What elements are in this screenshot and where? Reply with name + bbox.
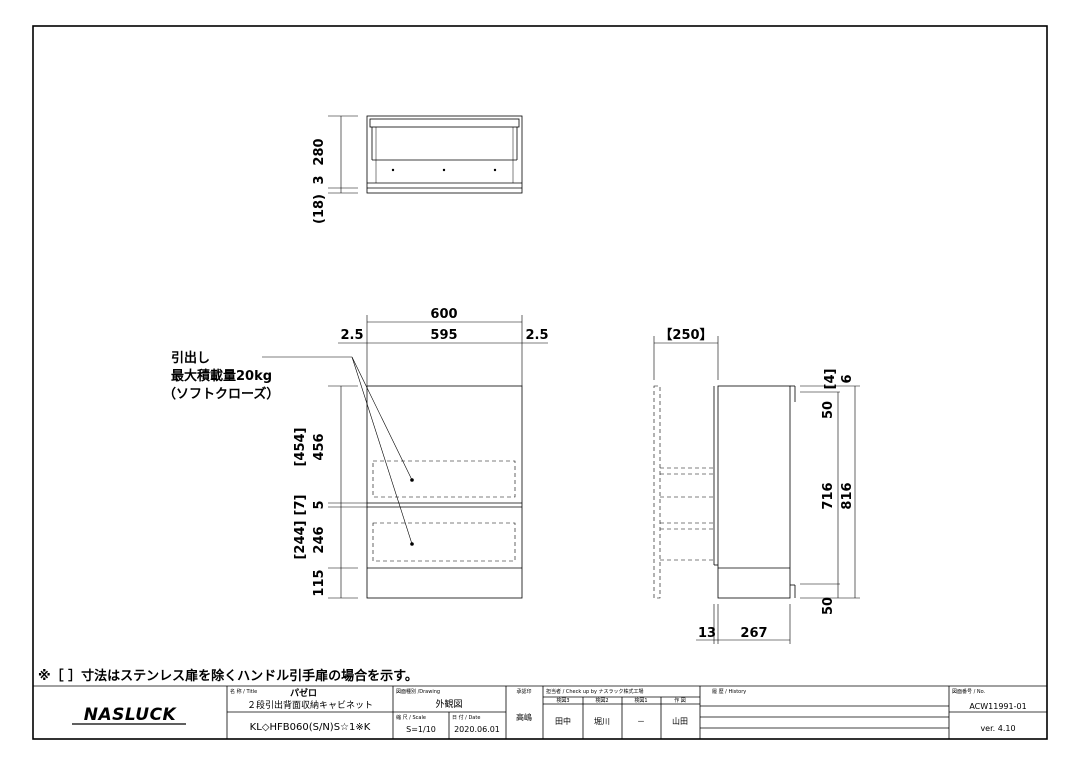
dim-width-600: 600	[430, 307, 457, 322]
nasluck-logo: NASLUCK	[84, 705, 178, 725]
top-view	[328, 115, 523, 194]
date-label: 日 付 / Date	[452, 714, 480, 721]
dim-front-7: [7]	[293, 495, 308, 516]
sheet-border	[32, 25, 1048, 740]
side-view	[653, 336, 860, 644]
approve-label: 承認印	[516, 688, 531, 695]
check-col-4: 作 図	[674, 697, 686, 704]
title-name-value: パゼロ	[290, 687, 317, 699]
dim-side-50-top: 50	[821, 401, 836, 419]
dim-side-4: [4]	[823, 369, 838, 390]
dim-front-454: [454]	[293, 427, 308, 466]
dim-side-50-bottom: 50	[821, 597, 836, 615]
dim-side-267: 267	[740, 626, 767, 641]
callout-max-load: 最大積載量20kg	[171, 368, 272, 384]
title-model: KL◇HFB060(S/N)S☆1※K	[250, 722, 371, 733]
check-value-1: 田中	[555, 716, 571, 726]
dim-side-6: 6	[840, 374, 855, 383]
dim-top-18: (18)	[312, 194, 327, 224]
version: ver. 4.10	[980, 724, 1015, 733]
approve-value: 高嶋	[516, 712, 532, 722]
check-col-1: 検図3	[556, 697, 569, 704]
dim-front-5: 5	[312, 500, 327, 509]
check-value-4: 山田	[672, 716, 688, 726]
dim-width-2-5-left: 2.5	[340, 328, 363, 343]
front-view	[262, 315, 548, 599]
dim-side-250: 【250】	[659, 327, 712, 343]
dim-width-2-5-right: 2.5	[525, 328, 548, 343]
dimension-note: ※［ ］寸法はステンレス扉を除くハンドル引手扉の場合を示す。	[38, 668, 418, 684]
check-col-3: 検図1	[634, 697, 647, 704]
title-block	[33, 685, 1047, 739]
dim-front-115: 115	[312, 569, 327, 596]
dim-front-246: 246	[312, 526, 327, 553]
dim-side-13: 13	[698, 626, 716, 641]
drawing-no-value: ACW11991-01	[969, 702, 1026, 711]
check-col-2: 検図2	[595, 697, 608, 704]
callout-soft-close: （ソフトクローズ）	[163, 386, 279, 402]
callout-drawer: 引出し	[171, 350, 210, 366]
dim-top-280: 280	[312, 138, 327, 165]
drawing-no-label: 図面番号 / No.	[952, 688, 986, 695]
dim-side-816: 816	[840, 482, 855, 509]
drawing-label: 図面種別 /Drawing	[396, 688, 440, 695]
dim-top-3: 3	[312, 175, 327, 184]
scale-label: 縮 尺 / Scale	[396, 714, 426, 721]
date-value: 2020.06.01	[454, 725, 500, 734]
history-label: 履 歴 / History	[712, 689, 746, 695]
title-name-label: 名 称 / Title	[230, 688, 257, 695]
check-value-3: －	[637, 717, 645, 726]
scale-value: S=1/10	[406, 725, 436, 734]
title-product: ２段引出背面収納キャビネット	[247, 699, 373, 711]
dim-side-716: 716	[821, 482, 836, 509]
dim-width-595: 595	[430, 328, 457, 343]
drawing-value: 外観図	[435, 698, 462, 710]
dim-front-244: [244]	[293, 520, 308, 559]
check-value-2: 堀川	[594, 717, 610, 726]
check-label: 担当者 / Check up by ナスラック株式工場	[546, 688, 644, 695]
dim-front-456: 456	[312, 433, 327, 460]
